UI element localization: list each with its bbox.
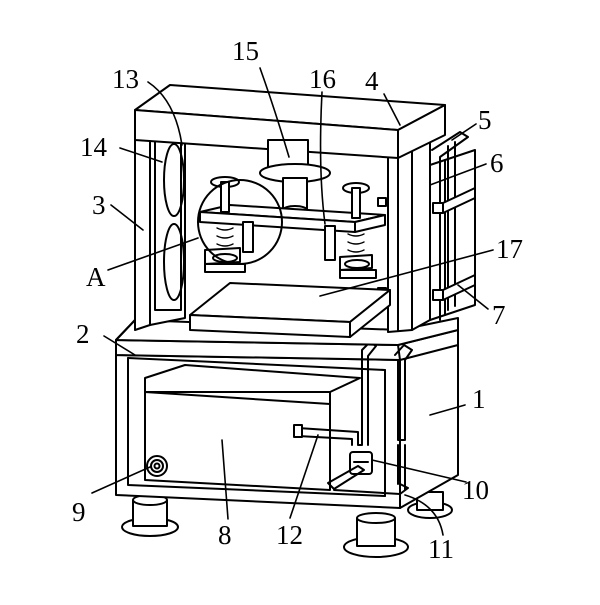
top-beam xyxy=(134,84,446,159)
cooling-unit xyxy=(429,131,476,321)
lower-die-plate xyxy=(189,282,391,338)
label-a: A xyxy=(86,262,106,292)
clamp-right xyxy=(339,182,377,279)
label-13: 13 xyxy=(112,64,139,94)
drawer xyxy=(144,364,361,491)
label-6: 6 xyxy=(490,148,504,178)
label-5: 5 xyxy=(478,105,492,135)
foot-left xyxy=(121,494,179,537)
foot-right-front xyxy=(343,512,409,558)
label-2: 2 xyxy=(76,319,90,349)
label-7: 7 xyxy=(492,300,506,330)
label-3: 3 xyxy=(92,190,106,220)
drain-valve xyxy=(146,455,168,477)
label-12: 12 xyxy=(276,520,303,550)
leader-lines xyxy=(91,67,494,536)
label-15: 15 xyxy=(232,36,259,66)
label-1: 1 xyxy=(472,384,486,414)
label-17: 17 xyxy=(496,234,523,264)
label-8: 8 xyxy=(218,520,232,550)
label-16: 16 xyxy=(309,64,336,94)
label-9: 9 xyxy=(72,497,86,527)
label-14: 14 xyxy=(80,132,108,162)
label-4: 4 xyxy=(365,66,379,96)
label-10: 10 xyxy=(462,475,489,505)
detail-circle-a xyxy=(197,179,283,265)
label-11: 11 xyxy=(428,534,454,564)
clamp-left xyxy=(204,176,246,273)
